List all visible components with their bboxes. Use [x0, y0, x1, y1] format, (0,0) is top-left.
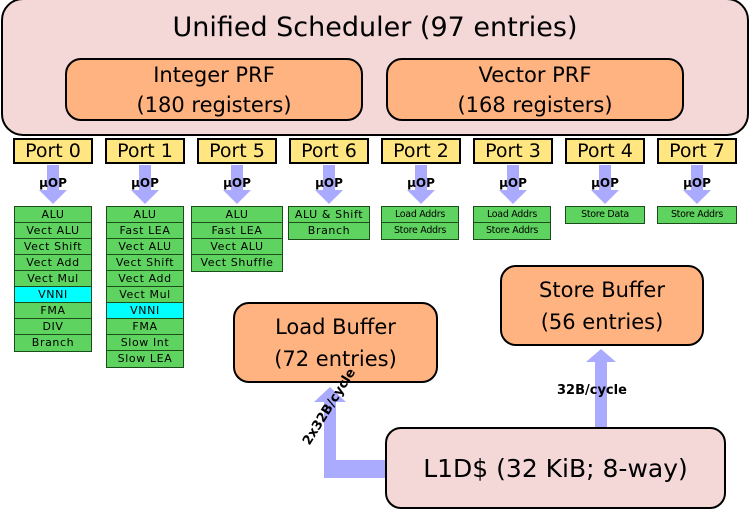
execution-unit: Slow LEA [107, 351, 183, 367]
execution-unit: Slow Int [107, 335, 183, 351]
port-3: Port 3 [473, 138, 553, 164]
port-5: Port 5 [197, 138, 277, 164]
execution-unit: Load Addrs [474, 207, 550, 223]
port-4-uop-label: µOP [591, 176, 619, 190]
port-5-uop-arrow [223, 165, 251, 204]
port-4: Port 4 [565, 138, 645, 164]
port-2: Port 2 [381, 138, 461, 164]
execution-unit: Branch [289, 223, 369, 239]
port-0-uop-label: µOP [39, 176, 67, 190]
port-7-uop-arrow [683, 165, 711, 204]
execution-unit: Vect Shuffle [192, 255, 282, 271]
execution-unit: Vect Add [15, 255, 91, 271]
execution-unit: FMA [107, 319, 183, 335]
scheduler-title: Unified Scheduler (97 entries) [172, 12, 578, 43]
execution-unit: Vect Mul [107, 287, 183, 303]
store-bandwidth-arrow [586, 349, 616, 427]
port-0-uop-arrow [39, 165, 67, 204]
execution-unit: Load Addrs [382, 207, 458, 223]
store-buffer-title: Store Buffer [539, 277, 665, 302]
execution-unit: Branch [15, 335, 91, 351]
execution-unit: Vect Shift [15, 239, 91, 255]
integer-prf-size: (180 registers) [136, 92, 292, 117]
port-1-uop-label: µOP [131, 176, 159, 190]
execution-unit: VNNI [107, 303, 183, 319]
port-7-uop-label: µOP [683, 176, 711, 190]
load-buffer: Load Buffer (72 entries) [233, 302, 438, 383]
execution-unit: FMA [15, 303, 91, 319]
execution-unit: Vect ALU [107, 239, 183, 255]
port-7: Port 7 [657, 138, 737, 164]
execution-unit: Vect Shift [107, 255, 183, 271]
port-2-uop-label: µOP [407, 176, 435, 190]
execution-unit: Vect ALU [192, 239, 282, 255]
port-1: Port 1 [105, 138, 185, 164]
load-buffer-title: Load Buffer [275, 314, 396, 339]
load-buffer-size: (72 entries) [274, 346, 397, 371]
l1d-label: L1D$ (32 KiB; 8-way) [423, 453, 688, 483]
execution-unit: Vect Mul [15, 271, 91, 287]
port-1-uop-arrow [131, 165, 159, 204]
vector-prf-title: Vector PRF [478, 62, 592, 87]
execution-unit: Vect Add [107, 271, 183, 287]
execution-unit: Fast LEA [192, 223, 282, 239]
port-4-execution-units: Store Data [565, 206, 645, 224]
execution-unit: Store Addrs [474, 223, 550, 239]
port-0: Port 0 [13, 138, 93, 164]
load-bandwidth-arrow [314, 387, 386, 478]
execution-unit: ALU [15, 207, 91, 223]
execution-unit: Fast LEA [107, 223, 183, 239]
execution-unit: ALU [107, 207, 183, 223]
port-6-uop-arrow [315, 165, 343, 204]
execution-unit: VNNI [15, 287, 91, 303]
port-6-uop-label: µOP [315, 176, 343, 190]
port-4-uop-arrow [591, 165, 619, 204]
port-6: Port 6 [289, 138, 369, 164]
port-3-uop-arrow [499, 165, 527, 204]
execution-unit: Store Addrs [382, 223, 458, 239]
port-3-uop-label: µOP [499, 176, 527, 190]
port-2-uop-arrow [407, 165, 435, 204]
integer-prf: Integer PRF (180 registers) [65, 58, 363, 121]
execution-unit: Vect ALU [15, 223, 91, 239]
l1d-cache: L1D$ (32 KiB; 8-way) [385, 427, 726, 509]
execution-unit: ALU [192, 207, 282, 223]
execution-unit: DIV [15, 319, 91, 335]
execution-unit: Store Addrs [658, 207, 736, 223]
vector-prf: Vector PRF (168 registers) [386, 58, 684, 121]
execution-unit: ALU & Shift [289, 207, 369, 223]
store-buffer-size: (56 entries) [540, 309, 664, 334]
execution-unit: Store Data [566, 207, 644, 223]
port-7-execution-units: Store Addrs [657, 206, 737, 224]
store-buffer: Store Buffer (56 entries) [500, 265, 704, 346]
port-5-uop-label: µOP [223, 176, 251, 190]
vector-prf-size: (168 registers) [457, 92, 613, 117]
store-bandwidth-label: 32B/cycle [557, 383, 627, 398]
integer-prf-title: Integer PRF [153, 62, 275, 87]
